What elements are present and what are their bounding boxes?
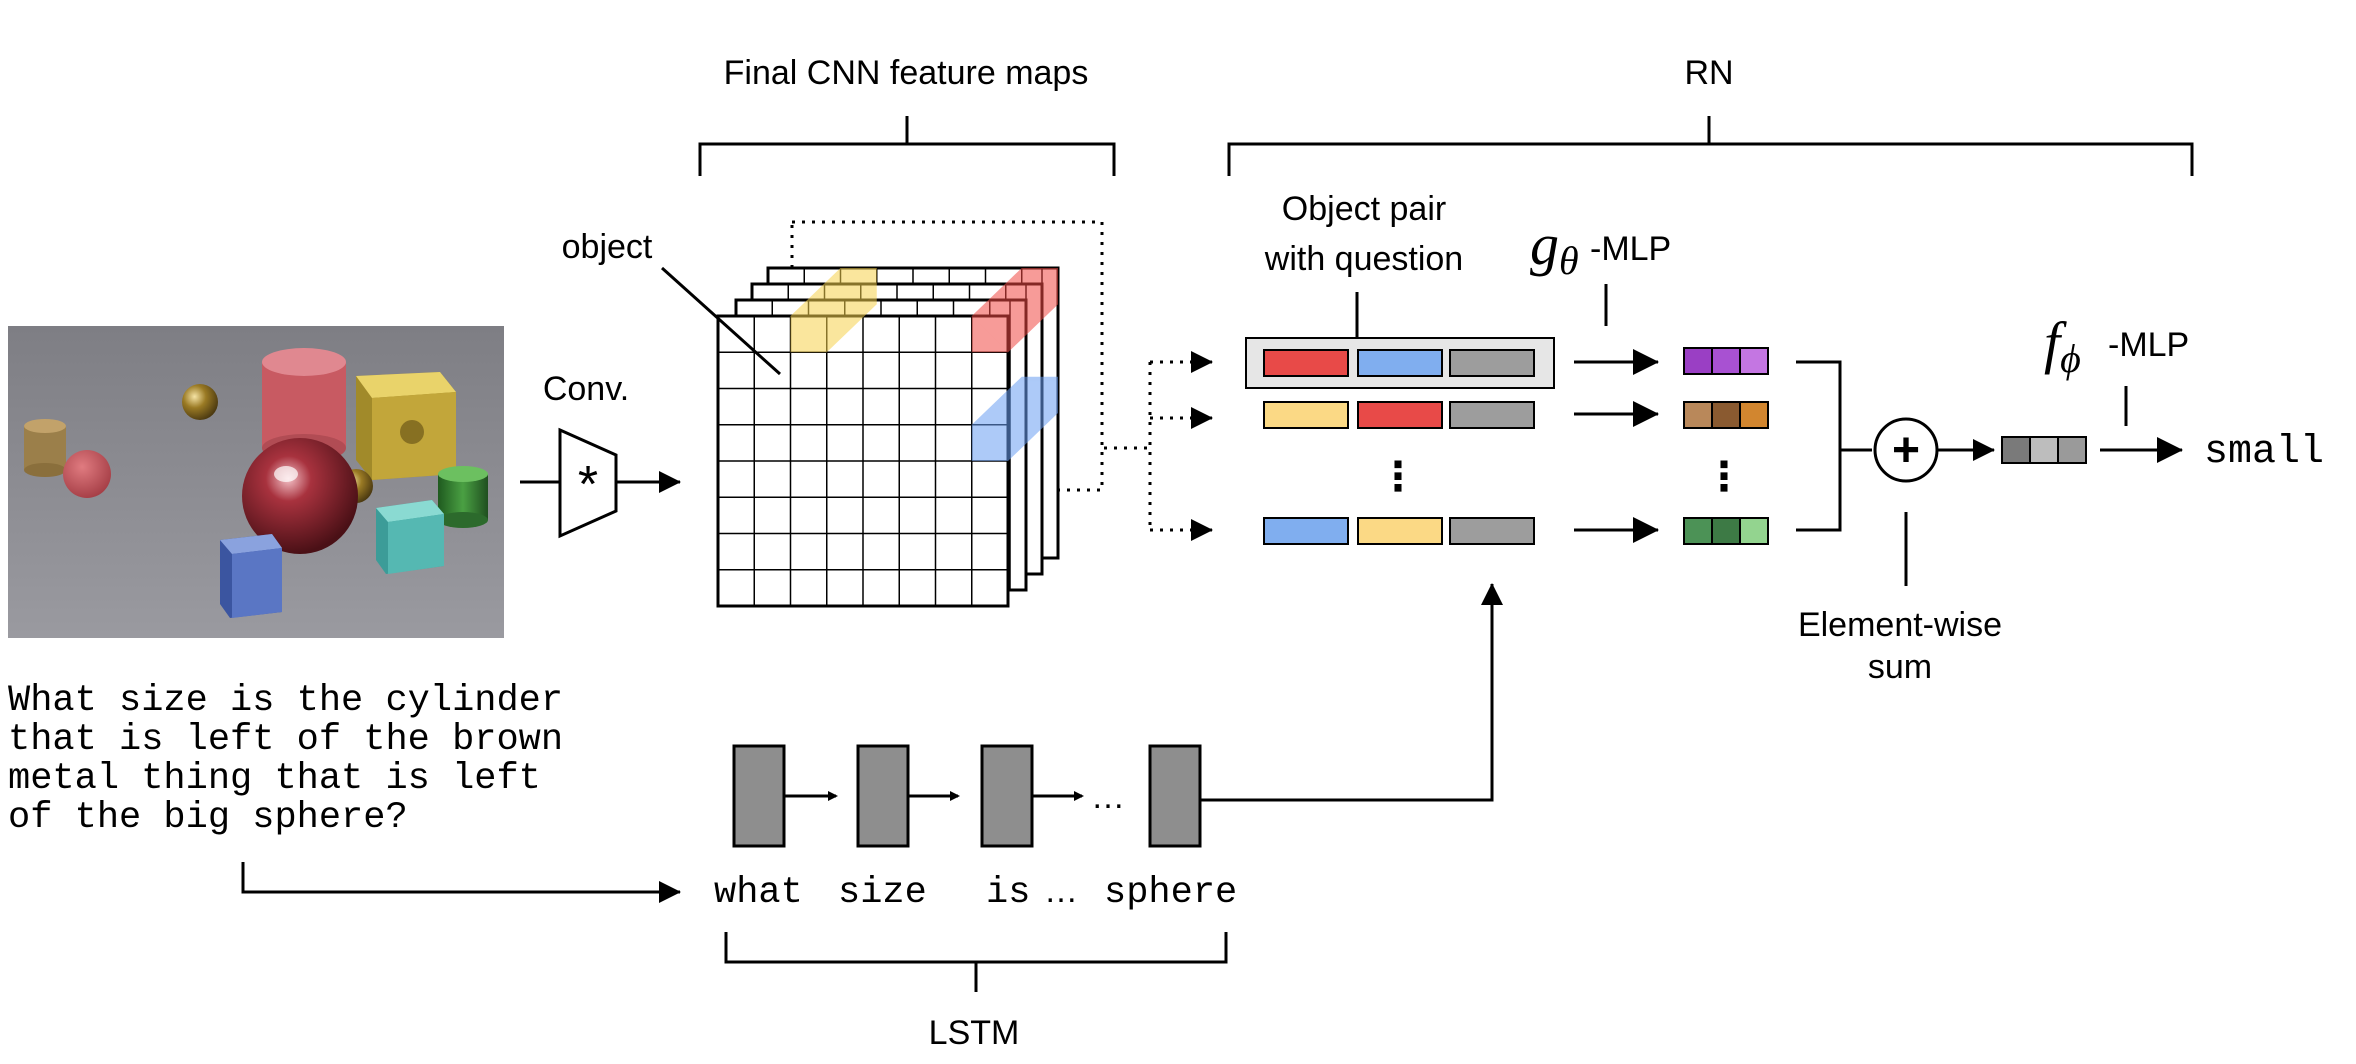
- elementwise-label-line2: sum: [1868, 648, 1932, 686]
- g-output-cell: [1711, 401, 1741, 429]
- g-output-cell: [1711, 347, 1741, 375]
- g-outputs-vdots: ⋮: [1704, 455, 1744, 499]
- lstm-to-pairs-arrow: [1200, 583, 1503, 802]
- cyan-cube: [376, 500, 444, 574]
- lstm-tokens: what size is … sphere: [714, 872, 1237, 914]
- scene-image: [8, 326, 504, 638]
- small-gold-sphere: [182, 384, 218, 420]
- object-pair-label-line2: with question: [1264, 240, 1463, 278]
- pair-vector-red: [1263, 349, 1349, 377]
- gold-cube: [356, 372, 456, 480]
- pair-vdots: ⋮: [1378, 455, 1418, 499]
- brown-cylinder: [24, 419, 66, 477]
- cnn-maps-label: Final CNN feature maps: [724, 54, 1089, 92]
- lstm-ellipsis: …: [1091, 778, 1125, 816]
- object-highlights: [790, 268, 1058, 461]
- green-cylinder: [438, 466, 488, 528]
- token: is: [986, 872, 1030, 914]
- conv-label: Conv.: [543, 370, 629, 408]
- elementwise-label-line1: Element-wise: [1798, 606, 2002, 644]
- f-mlp-text: -MLP: [2108, 326, 2189, 364]
- rn-bracket: [1227, 116, 2194, 176]
- lstm-cells: [732, 744, 1202, 848]
- object-label: object: [562, 228, 653, 266]
- pair-vector-gray: [1449, 401, 1535, 429]
- f-output-cell: [2029, 436, 2059, 464]
- feature-maps: [716, 220, 1104, 608]
- pair-vector-yellow: [1263, 401, 1349, 429]
- g-output-cell: [1683, 347, 1713, 375]
- answer-text: small: [2204, 430, 2324, 475]
- pair-vector-blue: [1263, 517, 1349, 545]
- lstm-cell: [1148, 744, 1202, 848]
- g-output-cell: [1711, 517, 1741, 545]
- sum-bracket: [1796, 360, 1872, 532]
- g-mlp-outputs: [1683, 347, 1769, 545]
- f-phi-symbol: fϕ: [2044, 310, 2081, 381]
- question-line: What size is the cylinder: [8, 680, 563, 722]
- lstm-label: LSTM: [929, 1014, 1020, 1052]
- g-theta-symbol: gθ: [1530, 212, 1579, 283]
- g-output-cell: [1739, 517, 1769, 545]
- object-fiber: [971, 268, 1058, 353]
- lstm-cell: [980, 744, 1034, 848]
- object-fiber: [790, 268, 877, 353]
- pair-vector-blue: [1357, 349, 1443, 377]
- object-pair-label-line1: Object pair: [1282, 190, 1446, 228]
- lstm-cell: [856, 744, 910, 848]
- big-red-sphere: [242, 438, 358, 554]
- conv-symbol: *: [578, 456, 598, 514]
- g-output-cell: [1683, 401, 1713, 429]
- small-red-sphere: [63, 450, 111, 498]
- feature-map-layer: [716, 314, 1010, 608]
- g-mlp-text: -MLP: [1590, 230, 1671, 268]
- sum-symbol: +: [1892, 424, 1920, 477]
- lstm-bracket: [724, 932, 1228, 992]
- g-output-cell: [1739, 401, 1769, 429]
- question-to-lstm-arrow: [241, 862, 681, 903]
- f-mlp-output: [2001, 436, 2087, 464]
- question-line: metal thing that is left: [8, 758, 541, 800]
- token: what: [714, 872, 803, 914]
- g-mlp-label: gθ -MLP: [1530, 212, 1671, 283]
- pair-vector-gray: [1449, 517, 1535, 545]
- question-line: of the big sphere?: [8, 797, 408, 839]
- pair-vector-yellow: [1357, 517, 1443, 545]
- token: …: [1044, 872, 1078, 910]
- f-mlp-label: fϕ -MLP: [2044, 310, 2189, 381]
- object-fiber: [971, 376, 1058, 461]
- g-mlp-arrows: [1574, 349, 1659, 543]
- object-pointer: [660, 266, 782, 376]
- object-pair-rows: [1263, 349, 1535, 545]
- question-text: What size is the cylinder that is left o…: [8, 680, 563, 839]
- g-output-cell: [1739, 347, 1769, 375]
- g-output-cell: [1683, 517, 1713, 545]
- cnn-maps-bracket: [698, 116, 1116, 176]
- blue-cube: [220, 534, 282, 618]
- dotted-routing: [1104, 351, 1213, 541]
- conv-trapezoid: [558, 427, 618, 539]
- f-output-cell: [2057, 436, 2087, 464]
- lstm-cell: [732, 744, 786, 848]
- token: size: [838, 872, 927, 914]
- f-output-cell: [2001, 436, 2031, 464]
- pair-vector-gray: [1449, 349, 1535, 377]
- rn-label: RN: [1684, 54, 1733, 92]
- pair-vector-red: [1357, 401, 1443, 429]
- token: sphere: [1104, 872, 1237, 914]
- question-line: that is left of the brown: [8, 719, 563, 761]
